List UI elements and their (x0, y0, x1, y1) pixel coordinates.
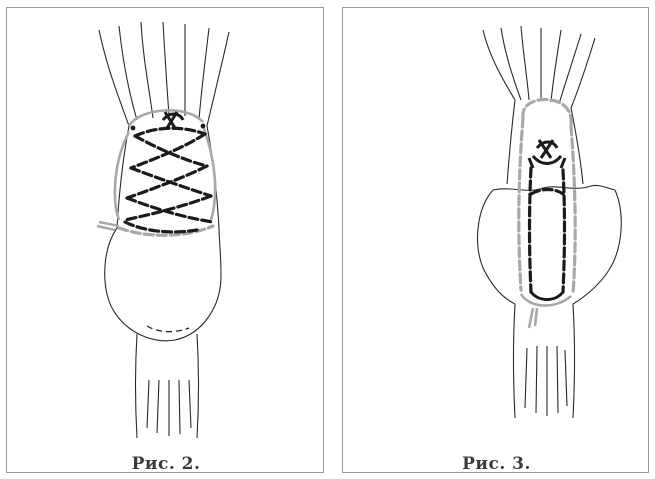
figure-3-panel: Рис. 3. (342, 7, 649, 473)
dark-crossing-suture (125, 128, 213, 232)
suture-knot (533, 140, 561, 164)
lower-tendon-fibres (147, 380, 191, 436)
suture-entry-point (201, 124, 206, 129)
grey-suture-loop (519, 100, 575, 328)
dark-suture-loop (529, 158, 565, 300)
upper-tendon-fibres (483, 26, 595, 108)
tendon-contour (105, 126, 221, 438)
figure-3-drawing (343, 8, 650, 448)
figure-3-caption: Рис. 3. (343, 454, 650, 474)
bulb-dashed-edge (147, 326, 189, 332)
figure-2-panel: Рис. 2. (6, 7, 324, 473)
suture-entry-point (131, 126, 136, 131)
figure-2-drawing (7, 8, 325, 448)
figure-2-caption: Рис. 2. (7, 454, 325, 474)
lower-tendon-fibres (525, 346, 567, 416)
